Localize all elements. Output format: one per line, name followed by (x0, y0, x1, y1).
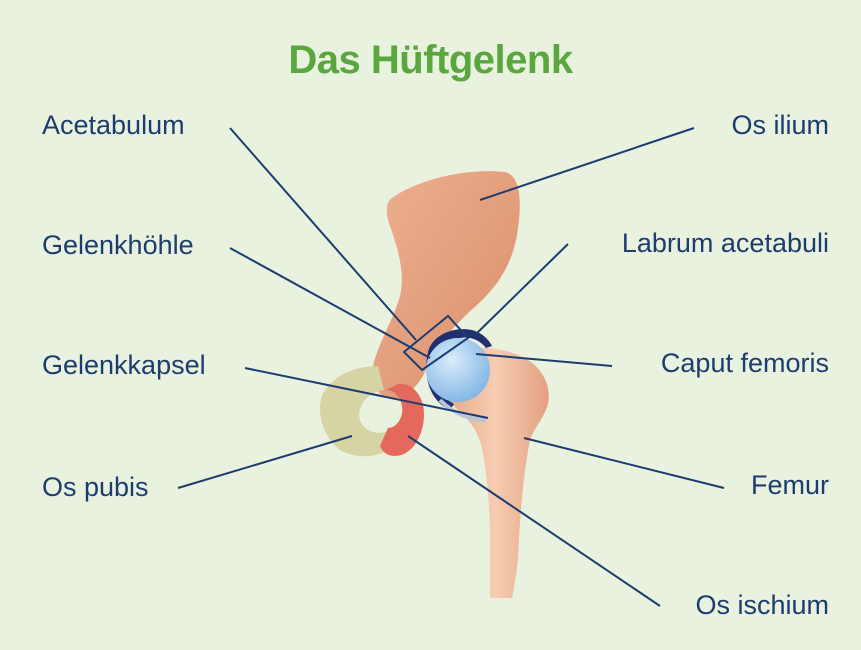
leader-line-os-ilium (480, 128, 694, 200)
label-gelenkkapsel: Gelenkkapsel (42, 350, 206, 381)
label-gelenkhoehle: Gelenkhöhle (42, 230, 194, 261)
label-caput-femoris: Caput femoris (661, 348, 829, 379)
label-os-pubis: Os pubis (42, 472, 149, 503)
leader-line-femur (524, 438, 724, 488)
leader-line-os-ischium (408, 436, 660, 606)
caput-femoris-shape (426, 338, 490, 402)
leader-line-os-pubis (178, 436, 352, 488)
label-labrum-acetabuli: Labrum acetabuli (622, 228, 829, 259)
leader-line-acetabulum (230, 128, 416, 340)
label-acetabulum: Acetabulum (42, 110, 185, 141)
label-os-ilium: Os ilium (731, 110, 829, 141)
label-femur: Femur (751, 470, 829, 501)
label-os-ischium: Os ischium (695, 590, 829, 621)
